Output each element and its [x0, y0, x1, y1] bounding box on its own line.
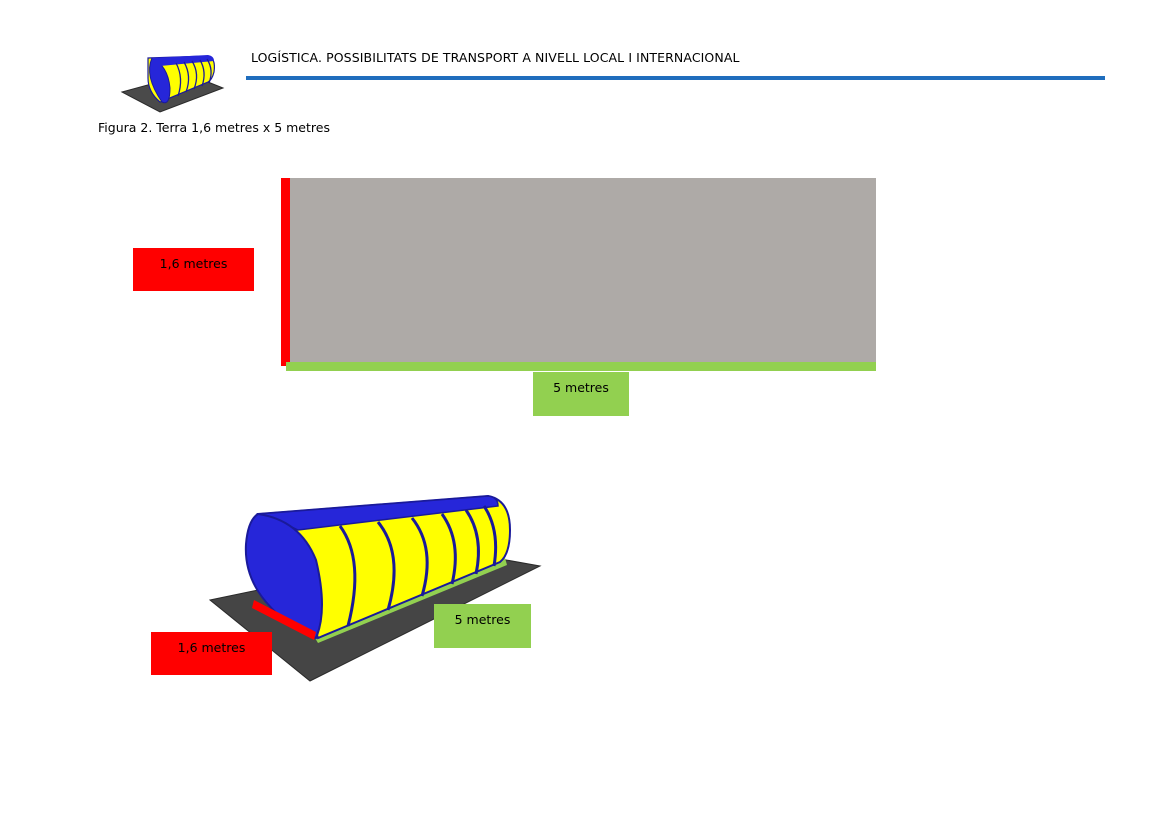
width-label: 1,6 metres: [133, 248, 254, 291]
length-label: 5 metres: [533, 372, 629, 416]
figure-caption: Figura 2. Terra 1,6 metres x 5 metres: [98, 120, 330, 135]
length-edge-marker: [286, 362, 876, 371]
floor-rectangle: [286, 178, 876, 364]
width-label-3d: 1,6 metres: [151, 632, 272, 675]
tunnel-greenhouse-logo-icon: [118, 48, 226, 118]
header-divider: [246, 76, 1105, 80]
length-label-3d: 5 metres: [434, 604, 531, 648]
tunnel-greenhouse-3d-icon: [150, 480, 550, 685]
document-header-title: LOGÍSTICA. POSSIBILITATS DE TRANSPORT A …: [251, 50, 740, 65]
width-edge-marker: [281, 178, 290, 366]
